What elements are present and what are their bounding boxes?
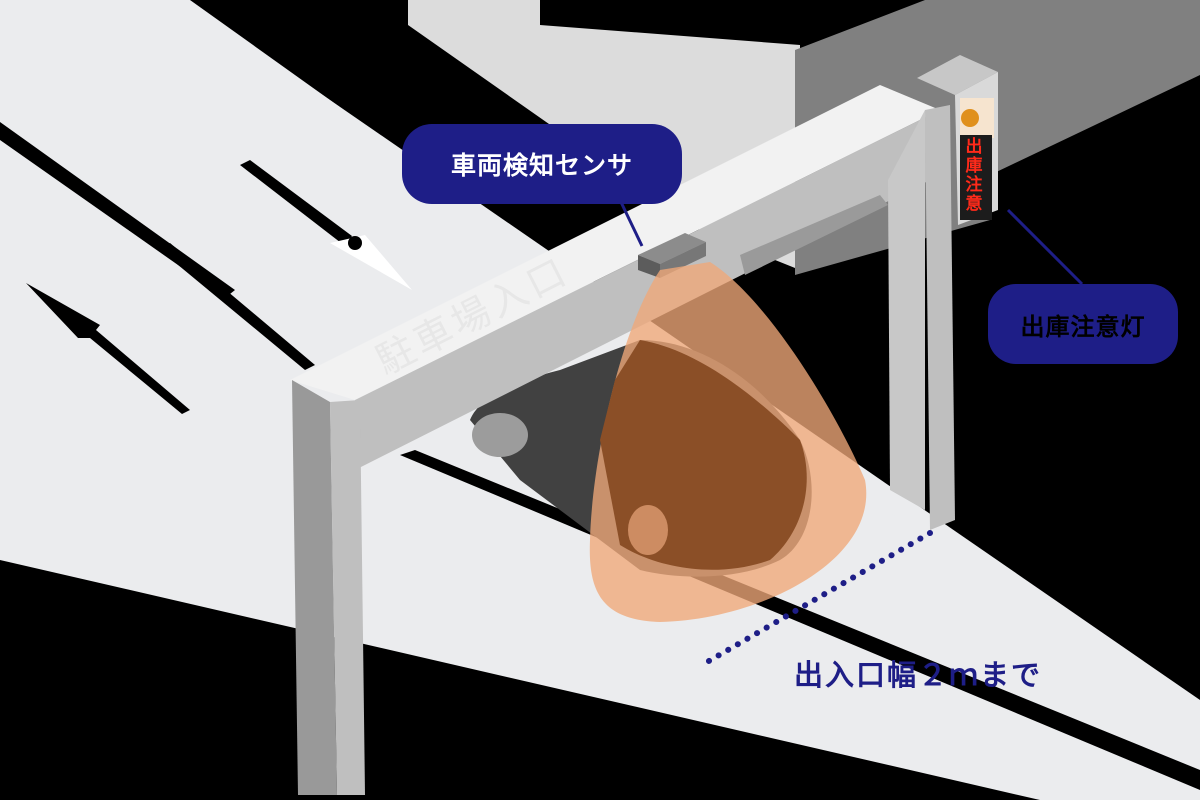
road-surface-upper (0, 0, 470, 300)
gate-right-post-front (925, 105, 955, 530)
entrance-width-caption: 出入口幅２ｍまで (794, 658, 1043, 692)
lane-line-2 (240, 160, 352, 246)
sensor-leader-line (618, 199, 644, 247)
led-display (960, 135, 992, 220)
sensor-callout: 車両検知センサ (402, 124, 682, 204)
arrow-in-head-icon (330, 235, 412, 290)
arrow-out-icon (26, 283, 190, 414)
lane-dot (348, 236, 362, 250)
car-headlight (628, 505, 668, 555)
warning-light-housing-top (917, 55, 998, 95)
warning-light-callout: 出庫注意灯 (988, 284, 1178, 364)
car-wheel (472, 413, 528, 457)
gate-beam-underside (740, 195, 888, 275)
sensor-top (638, 233, 706, 264)
entrance-width-dotted-line (699, 530, 933, 668)
warning-light-callout-label: 出庫注意灯 (1020, 312, 1146, 341)
sensor-callout-label: 車両検知センサ (450, 151, 633, 180)
led-warning-text: 出庫注意 (965, 137, 983, 214)
gate-beam-top (290, 85, 940, 400)
sensor-front (638, 255, 660, 278)
gate-right-post-side (888, 110, 925, 510)
lane-line-3 (160, 243, 315, 370)
warning-lamp-bulb-icon (961, 109, 979, 127)
light-leader-line (1006, 208, 1084, 286)
gate-left-post-front (330, 400, 365, 795)
gate-beam-front (355, 110, 940, 470)
gate-left-post-side (292, 380, 337, 795)
